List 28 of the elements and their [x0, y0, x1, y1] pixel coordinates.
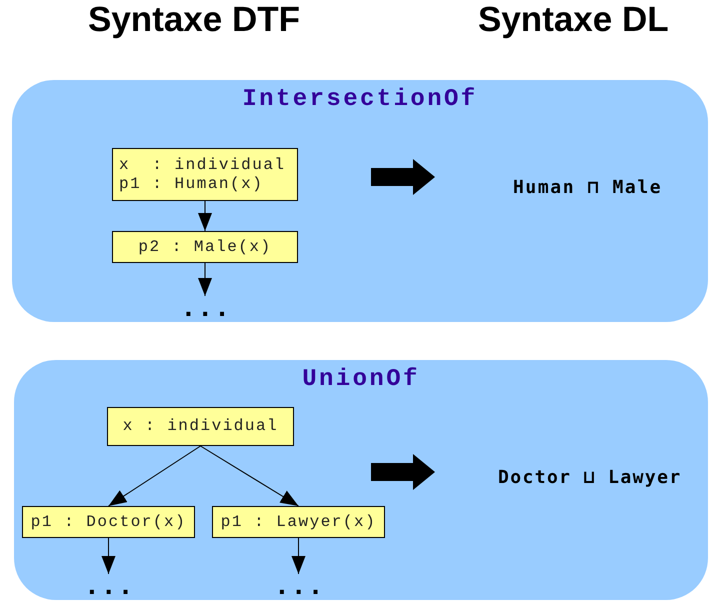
statement-line: p1 : Doctor(x): [30, 512, 188, 532]
statement-box: [112, 148, 298, 201]
statement-box: [22, 506, 195, 538]
statement-line: p1 : Lawyer(x): [220, 512, 378, 532]
statement-box: [112, 231, 298, 263]
column-heading: Syntaxe DL: [478, 2, 669, 37]
column-heading: Syntaxe DTF: [88, 2, 300, 37]
statement-line: x : individual: [119, 156, 287, 174]
arrow: [198, 200, 212, 232]
arrow: [102, 538, 116, 574]
dl-formula: Human ⊓ Male: [513, 176, 662, 200]
statement-box: [107, 407, 294, 446]
arrow: [200, 446, 299, 506]
ellipsis: ...: [84, 574, 134, 602]
statement-box: [212, 506, 385, 538]
arrow: [292, 538, 306, 574]
statement-line: p1 : Human(x): [119, 174, 264, 194]
statement-line: p2 : Male(x): [137, 238, 273, 256]
ellipsis: ...: [180, 296, 230, 324]
statement-line: x : individual: [122, 417, 280, 436]
dl-formula: Doctor ⊔ Lawyer: [498, 466, 682, 490]
panel-title: IntersectionOf: [241, 85, 479, 115]
ellipsis: ...: [274, 574, 324, 602]
arrow: [108, 446, 201, 506]
panel-title: UnionOf: [301, 365, 421, 395]
group-panel: [14, 360, 708, 600]
group-panel: [12, 80, 708, 322]
arrow: [198, 262, 212, 296]
